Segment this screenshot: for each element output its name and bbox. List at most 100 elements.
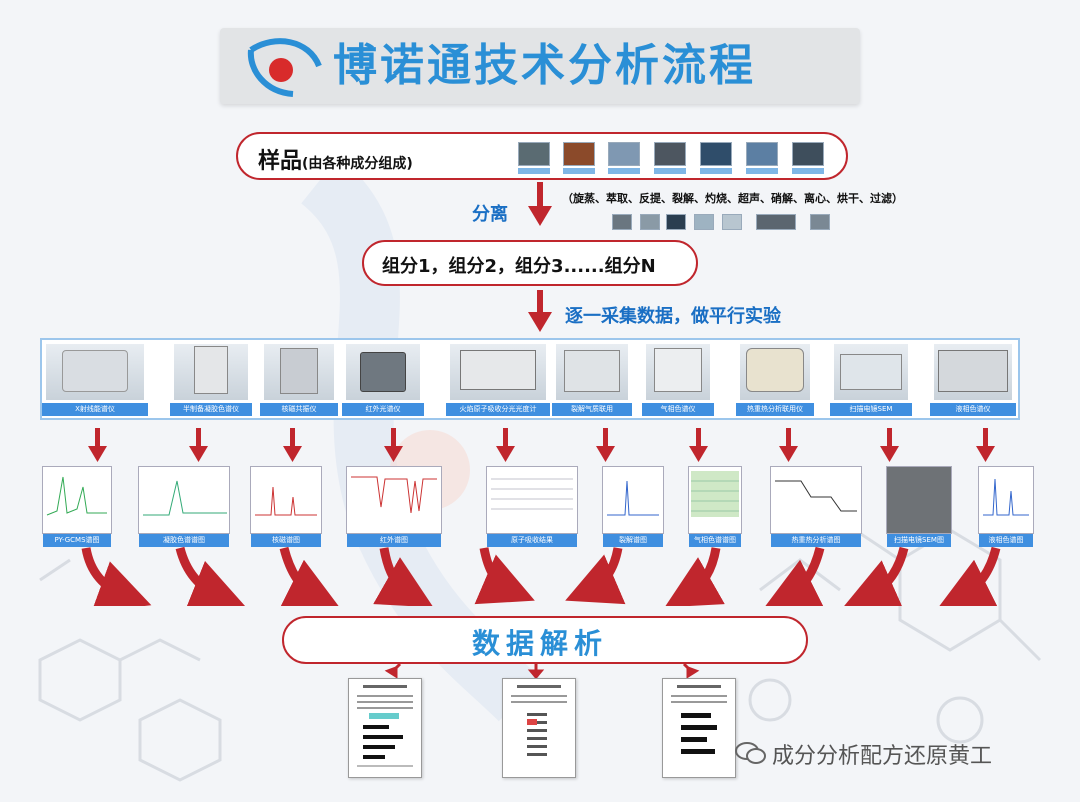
down-arrow-icon	[779, 428, 798, 462]
analysis-label: 数据解析	[472, 627, 609, 660]
instrument-shape	[840, 354, 902, 390]
curved-arrow-icon	[373, 547, 434, 606]
instrument-caption: 扫描电镜SEM	[830, 403, 912, 416]
curved-arrow-icon	[937, 546, 1001, 606]
spectrum-caption: 凝胶色谱谱图	[139, 534, 229, 547]
instrument-row: X射线能谱仪 半制备凝胶色谱仪 核磁共振仪 红外光谱仪 火焰原子吸收分光光度计 …	[40, 338, 1020, 420]
instrument-card: 气相色谱仪	[642, 340, 714, 418]
down-arrow-icon	[596, 428, 615, 462]
spectrum-card: 原子吸收结果	[486, 466, 578, 547]
components-label: 组分1，组分2，组分3......组分N	[382, 256, 656, 277]
report-document	[348, 678, 422, 778]
company-logo-icon	[247, 38, 322, 97]
down-arrow-icon	[527, 664, 545, 678]
instrument-caption: 热重热分析联用仪	[736, 403, 814, 416]
instrument-caption: 气相色谱仪	[642, 403, 714, 416]
instrument-card: 液相色谱仪	[930, 340, 1016, 418]
spectrum-caption: 气相色谱谱图	[689, 534, 741, 547]
instrument-shape	[460, 350, 536, 390]
instrument-card: 热重热分析联用仪	[736, 340, 814, 418]
spectrum-caption: 核磁谱图	[251, 534, 321, 547]
curved-arrow-icon	[279, 546, 341, 606]
down-arrow-icon	[496, 428, 515, 462]
curved-arrow-icon	[763, 546, 825, 606]
down-arrow-icon	[528, 290, 552, 332]
instrument-shape	[654, 348, 702, 392]
sample-note: (由各种成分组成)	[302, 156, 413, 172]
curved-arrow-icon	[474, 547, 535, 605]
separation-methods: （旋蒸、萃取、反提、裂解、灼烧、超声、硝解、离心、烘干、过滤）	[562, 192, 903, 205]
instrument-to-spectrum-arrows	[88, 428, 995, 462]
wechat-icon	[735, 742, 766, 764]
spectrum-caption: 热重热分析谱图	[771, 534, 861, 547]
instrument-caption: 红外光谱仪	[342, 403, 424, 416]
report-content	[671, 685, 727, 754]
sample-title: 样品	[258, 149, 303, 174]
spectrum-plot	[351, 476, 437, 514]
separation-thumb	[694, 214, 714, 230]
down-arrow-icon	[976, 428, 995, 462]
sample-thumb	[746, 142, 778, 166]
instrument-caption: 核磁共振仪	[260, 403, 338, 416]
spectrum-plot	[491, 478, 573, 510]
spectrum-caption: 扫描电镜SEM图	[887, 534, 951, 547]
watermark-text: 成分分析配方还原黄工	[772, 738, 992, 770]
spectrum-card: 气相色谱谱图	[688, 466, 742, 547]
report-content	[357, 685, 413, 767]
spectrum-card: 裂解谱图	[602, 466, 664, 547]
instrument-caption: X射线能谱仪	[42, 403, 148, 416]
down-arrow-icon	[528, 182, 552, 226]
curved-arrow-icon	[565, 547, 626, 605]
down-arrow-icon	[880, 428, 899, 462]
curved-arrow-icon	[664, 547, 725, 606]
report-document	[502, 678, 576, 778]
spectrum-to-analysis-arrows	[81, 546, 1001, 606]
curved-arrow-icon	[843, 546, 909, 606]
separation-thumb	[640, 214, 660, 230]
spectrum-caption: 裂解谱图	[603, 534, 663, 547]
components-pill	[362, 240, 698, 286]
instrument-caption: 火焰原子吸收分光光度计	[446, 403, 550, 416]
down-arrow-icon	[384, 428, 403, 462]
separation-thumb	[612, 214, 632, 230]
instrument-card: 扫描电镜SEM	[830, 340, 912, 418]
collect-label: 逐一采集数据，做平行实验	[565, 306, 781, 327]
spectrum-plot	[46, 476, 107, 516]
instrument-card: 核磁共振仪	[260, 340, 338, 418]
spectrum-card: 核磁谱图	[250, 466, 322, 547]
separation-thumb	[722, 214, 742, 230]
down-arrow-icon	[88, 428, 107, 462]
down-arrow-icon	[689, 428, 708, 462]
instrument-caption: 液相色谱仪	[930, 403, 1016, 416]
instrument-card: 红外光谱仪	[342, 340, 424, 418]
spectrum-plot	[255, 486, 317, 516]
curved-arrow-icon	[81, 547, 152, 606]
separation-thumb	[756, 214, 796, 230]
page-title: 博诺通技术分析流程	[333, 40, 756, 91]
spectrum-caption: 红外谱图	[347, 534, 441, 547]
down-arrow-icon	[189, 428, 208, 462]
instrument-shape	[62, 350, 128, 392]
sample-thumb	[518, 142, 550, 166]
down-arrow-icon	[682, 662, 700, 678]
instrument-shape	[746, 348, 804, 392]
spectrum-caption: 液相色谱图	[979, 534, 1033, 547]
spectrum-plot	[775, 480, 857, 512]
separation-thumb	[810, 214, 830, 230]
down-arrow-icon	[283, 428, 302, 462]
instrument-shape	[564, 350, 620, 392]
instrument-caption: 裂解气质联用	[552, 403, 632, 416]
watermark-label: 成分分析配方还原黄工	[772, 744, 993, 769]
instrument-shape	[280, 348, 318, 394]
spectrum-card: 热重热分析谱图	[770, 466, 862, 547]
instrument-card: 裂解气质联用	[552, 340, 632, 418]
sample-thumb	[654, 142, 686, 166]
instrument-caption: 半制备凝胶色谱仪	[170, 403, 252, 416]
spectrum-card: 液相色谱图	[978, 466, 1034, 547]
sample-thumb	[563, 142, 595, 166]
sample-thumb	[792, 142, 824, 166]
instrument-card: X射线能谱仪	[42, 340, 148, 418]
spectrum-caption: PY-GCMS谱图	[43, 534, 111, 547]
instrument-card: 火焰原子吸收分光光度计	[446, 340, 550, 418]
spectrum-plot	[691, 471, 739, 517]
